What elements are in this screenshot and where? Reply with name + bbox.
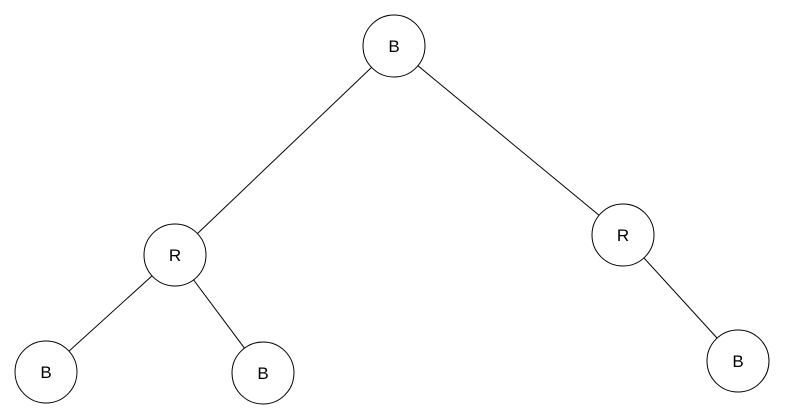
node-circle-left-right-leaf [231,341,295,405]
node-label-left-left-leaf: B [40,363,51,382]
tree-edge-root-to-left-child [174,45,395,256]
node-label-root: B [388,37,399,56]
node-circle-left-child [143,223,207,287]
tree-node-right-child: R [591,203,655,267]
node-label-right-right-leaf: B [732,352,743,371]
tree-node-left-child: R [143,223,207,287]
tree-node-left-left-leaf: B [14,340,78,404]
node-circle-root [362,14,426,78]
node-label-left-right-leaf: B [257,364,268,383]
tree-node-root: B [362,14,426,78]
tree-edge-root-to-right-child [393,45,624,236]
node-label-left-child: R [169,246,181,265]
node-circle-left-left-leaf [14,340,78,404]
tree-node-right-right-leaf: B [706,329,770,393]
node-circle-right-right-leaf [706,329,770,393]
tree-node-left-right-leaf: B [231,341,295,405]
node-circle-right-child [591,203,655,267]
node-label-right-child: R [617,226,629,245]
